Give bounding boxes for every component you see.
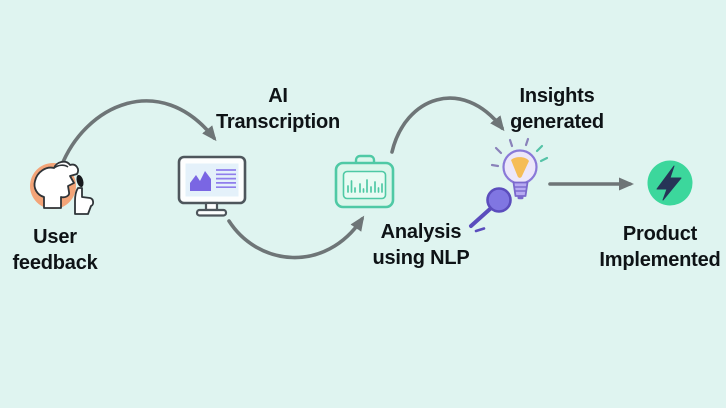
arrow-user-to-transcription (59, 99, 217, 169)
label-ai-transcription: AI Transcription (215, 85, 341, 133)
magnifier-glyph (469, 187, 512, 233)
briefcase-charts-icon (334, 154, 395, 209)
person-speaking-icon (30, 160, 95, 215)
arrow-transcription-to-analysis (227, 215, 365, 260)
lightning-bolt-icon (647, 160, 693, 206)
light-rays-glyph (490, 137, 549, 168)
label-analysis-using-nlp: Analysis using NLP (372, 221, 470, 269)
label-insights-generated: Insights generated (510, 85, 604, 133)
text-lines-glyph (216, 169, 236, 189)
label-product-implemented: Product Implemented (599, 223, 721, 271)
mini-bar-charts-glyph (347, 179, 383, 193)
arrow-analysis-to-insights (390, 96, 505, 154)
monitor-analytics-icon (177, 155, 247, 217)
lightbulb-magnifier-icon (469, 137, 549, 233)
area-chart-glyph (190, 171, 211, 191)
label-user-feedback: User feedback (12, 226, 98, 274)
